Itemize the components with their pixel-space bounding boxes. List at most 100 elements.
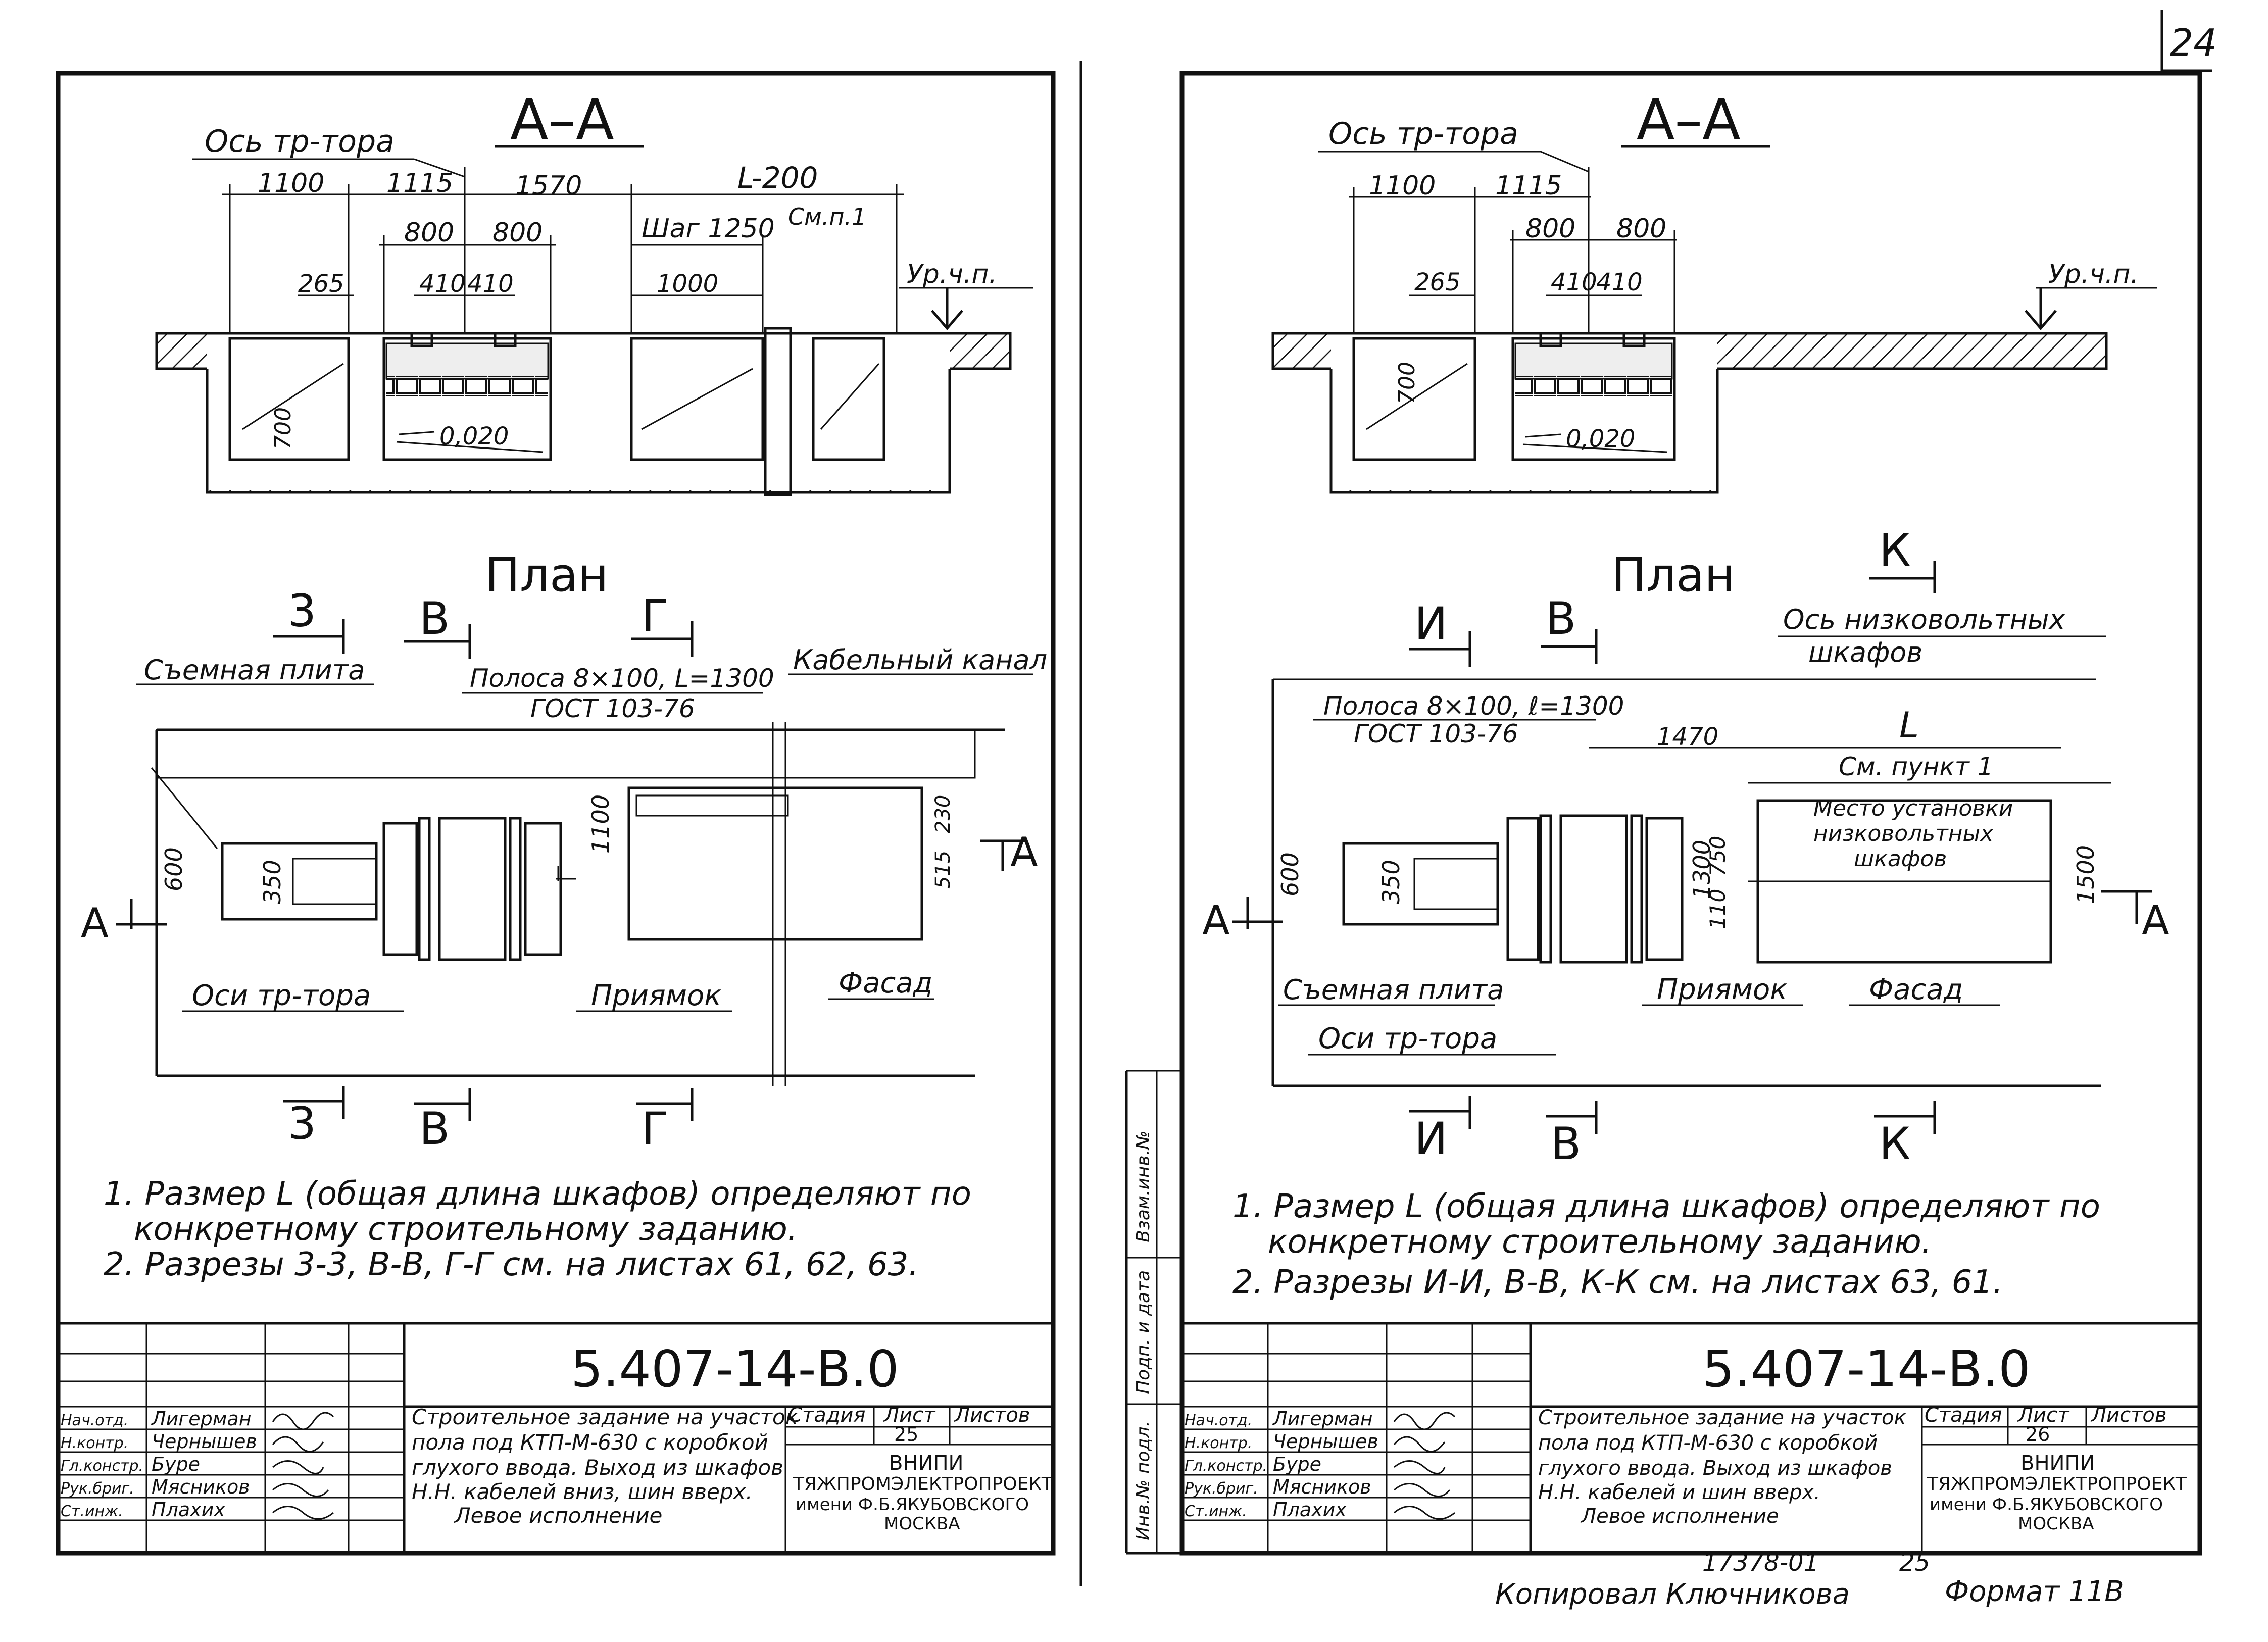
right-dim-350: 350 — [1377, 860, 1405, 904]
right-dim-1115: 1115 — [1495, 171, 1562, 201]
page-number: 24 — [2170, 21, 2217, 65]
right-note1-line2: конкретному строительному заданию. — [1268, 1223, 1932, 1261]
left-removable-plate: Съемная плита — [144, 654, 365, 686]
right-axes-label: Оси тр-тора — [1318, 1022, 1497, 1055]
left-dim-600: 600 — [160, 847, 187, 891]
right-see-point: См. пункт 1 — [1839, 752, 1993, 781]
left-dim-l200: L-200 — [737, 161, 818, 195]
footer-copied: Копировал Ключникова — [1495, 1578, 1850, 1611]
right-sheet-no: 26 — [2026, 1423, 2050, 1446]
right-title-l3: глухого ввода. Выход из шкафов — [1538, 1457, 1892, 1480]
right-title-l5: Левое исполнение — [1580, 1505, 1779, 1528]
right-title-l1: Строительное задание на участок — [1538, 1406, 1906, 1429]
right-cut-a-right: А — [2142, 897, 2170, 944]
left-cut-v-top: В — [419, 592, 450, 644]
right-role-3: Рук.бриг. — [1185, 1480, 1258, 1498]
side-stamp-inv: Инв.№ подл. — [1133, 1421, 1154, 1540]
left-title-l4: Н.Н. кабелей вниз, шин вверх. — [412, 1479, 753, 1504]
right-lv-axis-l2: шкафов — [1808, 636, 1922, 668]
right-name-1: Чернышев — [1273, 1430, 1378, 1453]
left-gost: ГОСТ 103-76 — [530, 694, 695, 723]
right-dim-410a: 410 — [1551, 268, 1597, 296]
right-note2: 2. Разрезы И-И, В-В, К-К см. на листах 6… — [1232, 1264, 2003, 1301]
right-place-l2: низковольтных — [1813, 821, 1994, 847]
left-role-3: Рук.бриг. — [61, 1480, 134, 1498]
left-step-label: Шаг 1250 — [642, 214, 775, 244]
right-name-0: Лигерман — [1272, 1408, 1373, 1430]
right-stage: Стадия — [1925, 1404, 2002, 1427]
side-stamp-signature: Подп. и дата — [1133, 1270, 1154, 1394]
left-cut-3-bottom: 3 — [288, 1098, 316, 1150]
left-title-l2: пола под КТП-М-630 с коробкой — [412, 1430, 768, 1455]
left-strip: Полоса 8×100, L=1300 — [470, 664, 774, 693]
left-title-l1: Строительное задание на участок — [412, 1405, 799, 1429]
right-gost: ГОСТ 103-76 — [1354, 719, 1518, 749]
right-dim-600: 600 — [1276, 852, 1304, 897]
footer-inv-sheet: 25 — [1899, 1549, 1930, 1577]
left-sheet-label: Лист — [883, 1404, 936, 1427]
right-section-title: А–А — [1637, 87, 1741, 152]
left-cut-a-right: А — [1010, 829, 1038, 876]
right-role-4: Ст.инж. — [1185, 1503, 1247, 1520]
right-dim-1300: 1300 — [1688, 840, 1715, 899]
right-title-l4: Н.Н. кабелей и шин вверх. — [1538, 1481, 1820, 1504]
right-dim-1500: 1500 — [2072, 845, 2099, 904]
left-stage: Стадия — [788, 1404, 865, 1427]
left-title-l3: глухого ввода. Выход из шкафов — [412, 1455, 783, 1480]
right-org-l1: ВНИПИ — [2020, 1452, 2095, 1475]
left-sheets-label: Листов — [954, 1404, 1030, 1427]
right-signatures — [1393, 1412, 1456, 1520]
right-plan-title: План — [1611, 548, 1735, 602]
left-sheet-no: 25 — [894, 1423, 918, 1446]
left-cut-g-top: Г — [642, 590, 669, 642]
left-cut-g-bottom: Г — [642, 1103, 669, 1155]
left-plan-title: План — [485, 548, 609, 602]
left-name-4: Плахих — [152, 1499, 225, 1521]
right-name-2: Буре — [1273, 1453, 1321, 1475]
left-dim-700: 700 — [270, 407, 296, 450]
right-role-0: Нач.отд. — [1185, 1412, 1252, 1429]
left-dim-515: 515 — [931, 851, 955, 889]
right-floor-level: Ур.ч.п. — [2048, 259, 2139, 289]
left-note2: 2. Разрезы 3-3, В-В, Г-Г см. на листах 6… — [104, 1246, 919, 1283]
left-org-l2: ТЯЖПРОМЭЛЕКТРОПРОЕКТ — [793, 1474, 1053, 1495]
left-dim-350: 350 — [259, 860, 286, 904]
right-slope: 0,020 — [1566, 425, 1635, 453]
right-doc-code: 5.407-14-В.0 — [1702, 1339, 2031, 1399]
right-cut-k-bottom: К — [1879, 1118, 1910, 1170]
left-note1-line2: конкретному строительному заданию. — [134, 1211, 798, 1248]
left-axis-label: Ось тр-тора — [205, 124, 395, 159]
right-axis-label: Ось тр-тора — [1328, 116, 1518, 152]
left-dim-230: 230 — [931, 795, 955, 833]
left-org-l3: имени Ф.Б.ЯКУБОВСКОГО — [796, 1495, 1029, 1515]
right-org-l4: МОСКВА — [2018, 1514, 2094, 1534]
right-role-2: Гл.констр. — [1185, 1457, 1267, 1475]
right-dim-1100: 1100 — [1369, 171, 1436, 201]
left-name-0: Лигерман — [151, 1408, 252, 1430]
left-see-note: См.п.1 — [788, 203, 866, 230]
right-name-4: Плахих — [1273, 1499, 1347, 1521]
left-cut-v-bottom: В — [419, 1103, 450, 1155]
right-place-l3: шкафов — [1854, 846, 1947, 872]
right-facade: Фасад — [1869, 973, 1963, 1006]
right-dim-110: 110 — [1705, 889, 1730, 929]
right-dim-750: 750 — [1705, 836, 1730, 876]
left-floor-level: Ур.ч.п. — [907, 259, 997, 289]
left-dim-265: 265 — [298, 270, 344, 298]
right-strip: Полоса 8×100, ℓ=1300 — [1323, 691, 1624, 721]
right-dim-l: L — [1899, 705, 1919, 746]
left-facade: Фасад — [839, 967, 932, 1000]
right-sheet: Взам.инв.№ Подп. и дата Инв.№ подл. А–А … — [1125, 71, 2202, 1611]
left-org-l4: МОСКВА — [884, 1514, 960, 1534]
left-signatures — [272, 1412, 334, 1520]
right-dim-800b: 800 — [1616, 214, 1666, 244]
left-dim-1000: 1000 — [657, 270, 718, 298]
right-note1-line1: 1. Размер L (общая длина шкафов) определ… — [1232, 1188, 2100, 1225]
right-title-l2: пола под КТП-М-630 с коробкой — [1538, 1431, 1878, 1455]
right-dim-800a: 800 — [1525, 214, 1575, 244]
left-axes-label: Оси тр-тора — [192, 979, 371, 1012]
right-cut-k-top: К — [1879, 524, 1910, 576]
left-org-l1: ВНИПИ — [889, 1452, 963, 1475]
left-dim-800b: 800 — [492, 218, 543, 248]
